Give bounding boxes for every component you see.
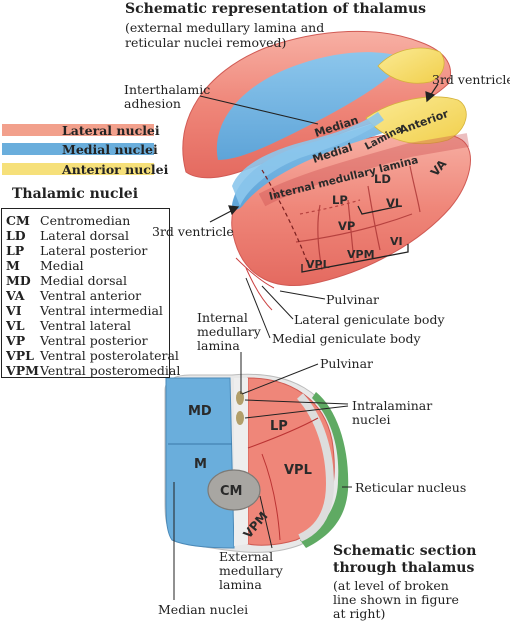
abbrev-name: Medial dorsal [40,273,127,288]
label-3d-vi: VI [390,235,403,248]
label-3rd-ventricle-top: 3rd ventricle [432,72,510,87]
section-caption-5: at right) [333,606,386,621]
section-caption-4: line shown in figure [333,592,459,607]
section-reticular [300,392,349,548]
label-interthalamic-2: adhesion [124,96,181,111]
abbrev-row: VP Ventral posterior [6,333,148,348]
label-section-md: MD [188,404,212,419]
section-line [261,169,311,271]
label-intralaminar-2: nuclei [352,412,391,427]
abbrev-row: VA Ventral anterior [6,288,141,303]
label-reticular-nucleus: Reticular nucleus [355,480,467,495]
legend-medial-label: Medial nuclei [62,142,158,157]
label-external-lamina-1: External [219,549,274,564]
abbrev-name: Ventral posterolateral [40,348,179,363]
abbrev-name: Ventral posteromedial [40,363,181,378]
abbrev-code: VA [6,288,25,303]
label-external-lamina-2: medullary [219,563,283,578]
abbrev-row: LD Lateral dorsal [6,228,129,243]
abbrev-code: LP [6,243,25,258]
label-3rd-ventricle-left: 3rd ventricle [152,224,234,239]
label-internal-lamina-3: lamina [197,338,240,353]
label-interthalamic-1: Interthalamic [124,82,211,97]
medial-strip [232,112,384,206]
abbrev-table: CM Centromedian LD Lateral dorsal LP Latera… [1,208,180,378]
section-caption-1: Schematic section [333,543,477,559]
abbrev-name: Ventral posterior [40,333,148,348]
abbrev-code: VI [6,303,22,318]
abbrev-name: Ventral intermedial [40,303,163,318]
label-3d-vl: VL [386,196,403,210]
abbrev-row: VPMVentral posteromedial [6,363,180,378]
geniculate-bodies [235,257,275,311]
upper-thalamus-medial [216,52,408,160]
legend-lateral-label: Lateral nuclei [62,123,160,138]
label-3d-vpm: VPM [347,248,375,261]
abbrev-name: Medial [40,258,84,273]
section-caption-3: (at level of broken [333,578,449,593]
label-intralaminar-1: Intralaminar [352,398,433,413]
abbrev-row: VL Ventral lateral [6,318,131,333]
abbrev-name: Ventral anterior [40,288,142,303]
section-external-lamina [296,393,335,542]
abbrev-row: VPL Ventral posterolateral [6,348,179,363]
top-subtitle-1: (external medullary lamina and [125,20,325,35]
legend-swatch-medial [2,143,154,155]
label-median-nuclei: Median nuclei [158,602,249,617]
abbrev-name: Centromedian [40,213,131,228]
abbrev-row: LP Lateral posterior [6,243,147,258]
label-internal-lamina-1: Internal [197,310,248,325]
label-3d-lp: LP [332,193,348,207]
abbrev-row: MD Medial dorsal [6,273,127,288]
abbrev-code: LD [6,228,26,243]
abbrev-name: Ventral lateral [40,318,132,333]
abbrev-name: Lateral dorsal [40,228,129,243]
label-internal-lamina-2: medullary [197,324,261,339]
top-subtitle-2: reticular nuclei removed) [125,35,287,50]
legend-anterior-label: Anterior nuclei [62,162,169,177]
label-section-lp: LP [270,419,288,434]
label-3d-vp: VP [338,219,355,233]
label-pulvinar-section: Pulvinar [320,356,373,371]
abbrev-code: VP [6,333,26,348]
abbrev-code: VPL [6,348,34,363]
label-3d-vpl: VPL [306,258,330,271]
label-section-cm: CM [220,484,242,499]
abbrev-code: VPM [6,363,39,378]
abbrev-code: VL [6,318,25,333]
cm-nucleus [207,469,261,511]
upper-anterior [377,47,445,84]
abbrev-name: Lateral posterior [40,243,148,258]
label-lateral-geniculate: Lateral geniculate body [294,312,445,327]
section-caption-2: through thalamus [333,560,475,576]
legend-swatch-lateral [2,124,154,136]
legend-swatch-anterior [2,163,154,175]
label-pulvinar-3d: Pulvinar [326,292,379,307]
abbrev-heading: Thalamic nuclei [12,186,139,202]
abbrev-row: VI Ventral intermedial [6,303,163,318]
label-external-lamina-3: lamina [219,577,262,592]
top-title: Schematic representation of thalamus [125,1,427,17]
label-section-m: M [194,457,207,472]
label-section-vpl: VPL [284,463,312,478]
abbrev-code: MD [6,273,31,288]
abbrev-code: M [6,258,20,273]
lower-anterior [365,96,467,145]
abbrev-code: CM [6,213,30,228]
label-3d-ld: LD [374,172,391,186]
label-medial-geniculate: Medial geniculate body [272,331,421,346]
abbrev-row: M Medial [6,258,84,273]
internal-lamina-band [258,133,470,207]
abbrev-row: CM Centromedian [6,213,130,228]
